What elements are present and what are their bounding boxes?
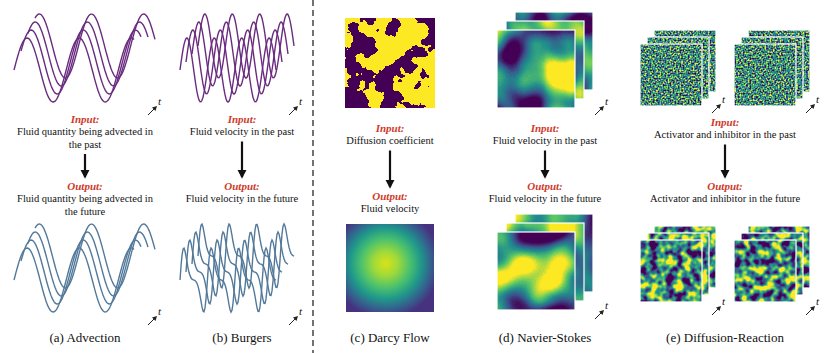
flow-arrow — [389, 151, 391, 188]
panel-divider — [312, 0, 314, 353]
io-description: Fluid quantity being advected in the pas… — [10, 126, 160, 151]
time-axis-label: t — [605, 95, 608, 107]
wave-line — [14, 248, 134, 312]
time-arrow-head — [716, 306, 721, 311]
panel-caption: (a) Advection — [49, 330, 120, 345]
io-heading: Output: — [10, 180, 160, 193]
frame-border — [734, 240, 796, 302]
panel-caption: (c) Darcy Flow — [350, 330, 429, 345]
field-frame — [640, 240, 702, 302]
wave-line — [14, 38, 134, 102]
time-arrow — [712, 307, 720, 315]
frame-border — [497, 232, 575, 310]
time-arrow-head — [716, 104, 721, 109]
io-text-block: Output:Fluid velocity — [334, 190, 446, 216]
time-arrow-head — [152, 106, 157, 111]
io-description: Activator and inhibitor in the future — [632, 193, 818, 206]
io-heading: Input: — [334, 122, 446, 135]
time-arrow — [148, 317, 156, 325]
field-frame — [640, 44, 702, 106]
time-axis-label: t — [299, 305, 302, 317]
io-heading: Output: — [632, 180, 818, 193]
io-text-block: Input:Fluid velocity in the past — [176, 113, 308, 139]
io-description: Fluid quantity being advected in the fut… — [10, 193, 160, 218]
field-frame — [497, 232, 575, 310]
time-arrow — [595, 107, 603, 115]
time-arrow-head — [152, 316, 157, 321]
time-axis-label: t — [158, 95, 161, 107]
io-description: Fluid velocity — [334, 203, 446, 216]
time-arrow — [148, 107, 156, 115]
flow-arrow — [241, 142, 243, 178]
time-arrow-head — [810, 104, 815, 109]
time-axis-label: t — [722, 295, 725, 307]
time-arrow-head — [293, 106, 298, 111]
time-arrow-head — [293, 316, 298, 321]
io-text-block: Output:Activator and inhibitor in the fu… — [632, 180, 818, 206]
io-text-block: Output:Fluid velocity in the future — [475, 180, 615, 206]
io-heading: Input: — [632, 116, 818, 129]
io-heading: Input: — [176, 113, 308, 126]
io-description: Activator and inhibitor in the past — [632, 129, 818, 142]
flow-arrow — [544, 151, 546, 178]
io-text-block: Input:Fluid quantity being advected in t… — [10, 113, 160, 151]
time-arrow-head — [599, 310, 604, 315]
flow-arrow — [84, 154, 86, 177]
field-frame — [734, 44, 796, 106]
time-axis-label: t — [605, 299, 608, 311]
io-description: Fluid velocity in the future — [475, 193, 615, 206]
time-arrow — [289, 107, 297, 115]
time-axis-label: t — [816, 295, 819, 307]
io-description: Fluid velocity in the future — [176, 193, 308, 206]
io-text-block: Output:Fluid velocity in the future — [176, 180, 308, 206]
field-frame — [497, 30, 575, 108]
time-axis-label: t — [722, 93, 725, 105]
io-heading: Output: — [176, 180, 308, 193]
io-text-block: Input:Fluid velocity in the past — [475, 122, 615, 148]
time-arrow-head — [599, 106, 604, 111]
io-description: Fluid velocity in the past — [475, 135, 615, 148]
time-arrow — [712, 105, 720, 113]
time-axis-label: t — [299, 95, 302, 107]
frame-border — [640, 44, 702, 106]
flow-arrow — [724, 145, 726, 178]
io-text-block: Output:Fluid quantity being advected in … — [10, 180, 160, 218]
panel-caption: (d) Navier-Stokes — [499, 330, 592, 345]
darcy-coefficient-map — [345, 18, 435, 108]
io-text-block: Input:Activator and inhibitor in the pas… — [632, 116, 818, 142]
field-frame — [734, 240, 796, 302]
io-heading: Output: — [475, 180, 615, 193]
io-description: Diffusion coefficient — [334, 135, 446, 148]
io-heading: Output: — [334, 190, 446, 203]
io-heading: Input: — [10, 113, 160, 126]
time-axis-label: t — [158, 305, 161, 317]
io-text-block: Input:Diffusion coefficient — [334, 122, 446, 148]
time-arrow — [806, 105, 814, 113]
panel-caption: (e) Diffusion-Reaction — [666, 330, 784, 345]
panel-caption: (b) Burgers — [212, 330, 271, 345]
time-axis-label: t — [816, 93, 819, 105]
time-arrow-head — [810, 306, 815, 311]
frame-border — [497, 30, 575, 108]
frame-border — [734, 44, 796, 106]
frame-border — [640, 240, 702, 302]
time-arrow — [806, 307, 814, 315]
wave-line — [180, 248, 276, 312]
time-arrow — [595, 311, 603, 319]
wave-line — [180, 38, 276, 102]
darcy-velocity-map — [346, 224, 434, 312]
io-description: Fluid velocity in the past — [176, 126, 308, 139]
time-arrow — [289, 317, 297, 325]
io-heading: Input: — [475, 122, 615, 135]
